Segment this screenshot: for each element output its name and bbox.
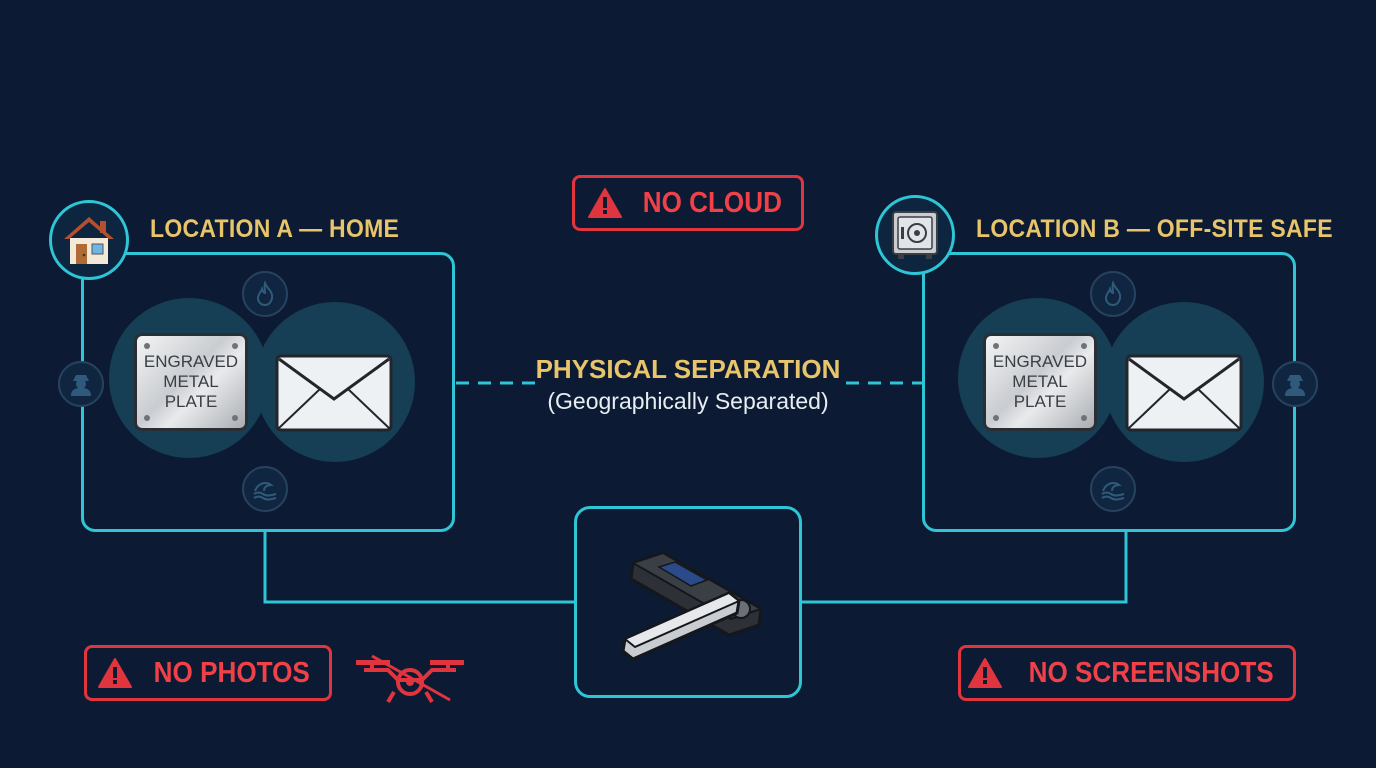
location-b-metal-plate: ENGRAVED METAL PLATE xyxy=(983,333,1097,431)
no-screenshots-label: NO SCREENSHOTS xyxy=(1028,656,1274,689)
screw xyxy=(1081,415,1087,421)
no-photos-warning: NO PHOTOS xyxy=(84,645,332,701)
plate-text-line: PLATE xyxy=(1013,392,1067,411)
plate-text: ENGRAVED METAL PLATE xyxy=(993,352,1087,412)
connector-right xyxy=(802,530,1128,604)
flood-icon xyxy=(253,482,277,501)
burglar-icon xyxy=(71,375,91,396)
fire-icon xyxy=(1104,281,1122,307)
screw xyxy=(144,343,150,349)
location-a-fire-circle xyxy=(242,271,288,317)
plate-text-line: METAL xyxy=(163,372,219,391)
house-icon xyxy=(64,217,114,264)
safe-icon xyxy=(892,211,938,259)
no-photos-label: NO PHOTOS xyxy=(153,656,311,689)
connector-left xyxy=(263,530,574,604)
envelope-icon xyxy=(275,354,393,432)
location-b-flood-circle xyxy=(1090,466,1136,512)
burglar-icon xyxy=(1285,375,1305,396)
screw xyxy=(232,343,238,349)
no-screenshots-warning: NO SCREENSHOTS xyxy=(958,645,1296,701)
screw xyxy=(993,343,999,349)
warning-triangle-icon xyxy=(587,188,622,218)
hardware-wallet-icon xyxy=(621,551,763,661)
crossed-camera-drone-icon xyxy=(356,654,464,704)
warning-triangle-icon xyxy=(967,658,1002,688)
location-a-burglar-circle xyxy=(58,361,104,407)
location-a-metal-plate: ENGRAVED METAL PLATE xyxy=(134,333,248,431)
fire-icon xyxy=(256,281,274,307)
screw xyxy=(1081,343,1087,349)
hardware-wallet-box xyxy=(574,506,802,698)
plate-text-line: PLATE xyxy=(164,392,218,411)
location-b-title: LOCATION B — OFF-SITE SAFE xyxy=(976,215,1333,243)
separation-title: PHYSICAL SEPARATION xyxy=(535,354,841,384)
no-cloud-warning: NO CLOUD xyxy=(572,175,804,231)
plate-text-line: METAL xyxy=(1012,372,1068,391)
location-b-fire-circle xyxy=(1090,271,1136,317)
plate-text-line: ENGRAVED xyxy=(992,352,1088,371)
separation-subtitle: (Geographically Separated) xyxy=(547,388,829,414)
location-a-title: LOCATION A — HOME xyxy=(150,215,400,243)
location-b-badge xyxy=(875,195,955,275)
plate-text: ENGRAVED METAL PLATE xyxy=(144,352,238,412)
screw xyxy=(232,415,238,421)
no-cloud-label: NO CLOUD xyxy=(642,186,782,219)
screw xyxy=(144,415,150,421)
location-a-flood-circle xyxy=(242,466,288,512)
location-a-badge xyxy=(49,200,129,280)
warning-triangle-icon xyxy=(98,658,133,688)
flood-icon xyxy=(1101,482,1125,501)
location-b-burglar-circle xyxy=(1272,361,1318,407)
envelope-icon xyxy=(1125,354,1243,432)
screw xyxy=(993,415,999,421)
plate-text-line: ENGRAVED xyxy=(143,352,239,371)
